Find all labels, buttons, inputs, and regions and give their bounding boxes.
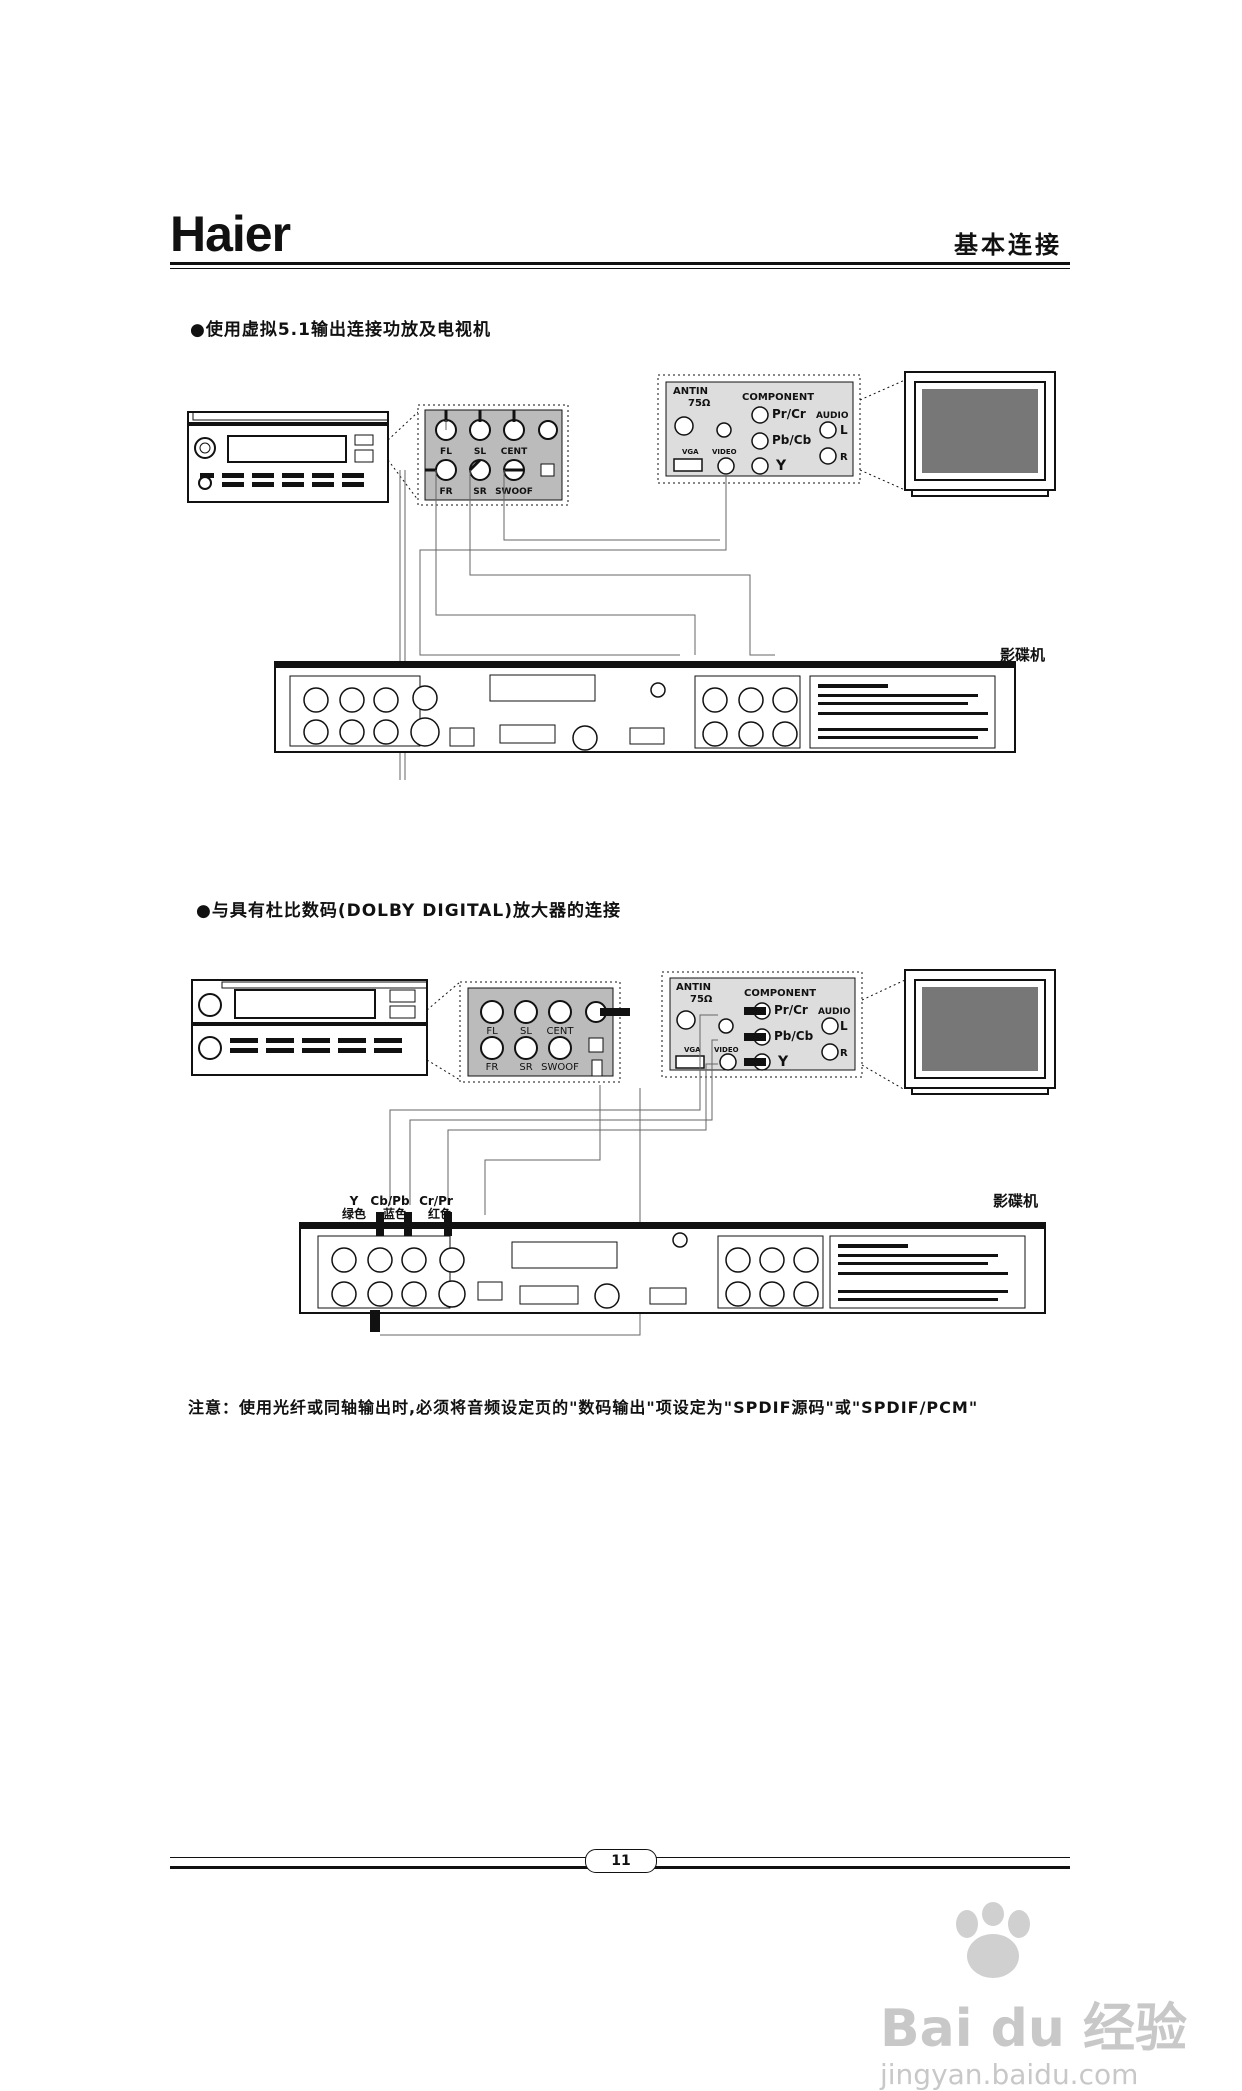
tv-back-panel: ANTIN 75Ω COMPONENT Pr/Cr Pb/Cb Y AUDIO … xyxy=(661,971,863,1078)
dvd-player-rear xyxy=(274,661,1016,753)
tv-l-label: L xyxy=(840,423,848,437)
component-label-cb: Cb/Pb xyxy=(370,1194,410,1208)
tv-pr-label: Pr/Cr xyxy=(774,1003,808,1017)
tv-component-label: COMPONENT xyxy=(744,988,816,999)
tv-video-label: VIDEO xyxy=(712,448,737,456)
tv-component-label: COMPONENT xyxy=(742,392,814,403)
tv-back-panel: ANTIN 75Ω COMPONENT Pr/Cr Pb/Cb Y AUDIO … xyxy=(657,374,861,484)
amp-jack-fr: FR xyxy=(439,487,452,497)
page-number: 11 xyxy=(611,1853,631,1869)
tv-ohm-label: 75Ω xyxy=(690,994,713,1005)
tv-y-label: Y xyxy=(775,458,787,474)
watermark-url: jingyan.baidu.com xyxy=(880,2058,1139,2091)
tv-l-label: L xyxy=(840,1019,848,1033)
tv-r-label: R xyxy=(840,452,848,463)
header-rule xyxy=(170,262,1070,265)
header-rule-thin xyxy=(170,268,1070,269)
tv-audio-label: AUDIO xyxy=(816,411,849,421)
component-label-y: Y xyxy=(349,1194,359,1208)
tv-antin-label: ANTIN xyxy=(673,386,708,397)
section2-heading: ●与具有杜比数码(DOLBY DIGITAL)放大器的连接 xyxy=(196,901,622,921)
amp-jack-fr: FR xyxy=(486,1062,499,1073)
page-section-title: 基本连接 xyxy=(954,231,1062,259)
amplifier xyxy=(191,979,428,1076)
component-label-cr: Cr/Pr xyxy=(419,1194,453,1208)
amp-jack-fl: FL xyxy=(486,1026,498,1037)
baidu-paw-icon xyxy=(945,1902,1041,1982)
television xyxy=(904,371,1056,497)
tv-antin-label: ANTIN xyxy=(676,982,711,993)
amplifier xyxy=(187,411,389,503)
amp-back-panel: FL SL CENT FR SR SWOOF xyxy=(417,404,569,506)
section1-diagram: FL SL CENT FR SR SWOOF ANTIN 75Ω COMPONE… xyxy=(187,371,1056,780)
haier-logo: Haier xyxy=(170,206,291,262)
tv-r-label: R xyxy=(840,1048,848,1059)
section2-diagram: FL SL CENT FR SR SWOOF ANTIN 75Ω COMPONE… xyxy=(191,969,1056,1336)
tv-video-label: VIDEO xyxy=(714,1046,739,1054)
amp-jack-sr: SR xyxy=(473,487,486,497)
amp-jack-swoof: SWOOF xyxy=(541,1062,579,1073)
amp-jack-sr: SR xyxy=(519,1062,532,1073)
watermark-brand: Bai du 经验 xyxy=(880,1999,1187,2059)
dvd-player-rear xyxy=(299,1212,1046,1332)
component-color-y: 绿色 xyxy=(342,1206,366,1221)
television xyxy=(904,969,1056,1095)
amp-jack-sl: SL xyxy=(520,1026,532,1037)
amp-back-panel: FL SL CENT FR SR SWOOF xyxy=(459,981,630,1083)
tv-ohm-label: 75Ω xyxy=(688,398,711,409)
note-text: 注意：使用光纤或同轴输出时,必须将音频设定页的"数码输出"项设定为"SPDIF源… xyxy=(188,1398,979,1417)
amp-jack-swoof: SWOOF xyxy=(495,487,533,497)
tv-pr-label: Pr/Cr xyxy=(772,407,806,421)
section1-device-label: 影碟机 xyxy=(1000,646,1046,664)
tv-vga-label: VGA xyxy=(684,1046,701,1054)
section2-device-label: 影碟机 xyxy=(993,1192,1039,1210)
section1-heading: ●使用虚拟5.1输出连接功放及电视机 xyxy=(190,320,491,340)
component-color-cb: 蓝色 xyxy=(383,1206,407,1221)
amp-jack-sl: SL xyxy=(474,447,486,457)
amp-jack-fl: FL xyxy=(440,447,452,457)
tv-pb-label: Pb/Cb xyxy=(772,433,812,447)
tv-vga-label: VGA xyxy=(682,448,699,456)
amp-jack-cent: CENT xyxy=(547,1026,575,1037)
page-number-badge: 11 xyxy=(585,1849,657,1873)
tv-pb-label: Pb/Cb xyxy=(774,1029,814,1043)
amp-jack-cent: CENT xyxy=(501,447,528,457)
tv-y-label: Y xyxy=(777,1054,789,1070)
tv-audio-label: AUDIO xyxy=(818,1007,851,1017)
